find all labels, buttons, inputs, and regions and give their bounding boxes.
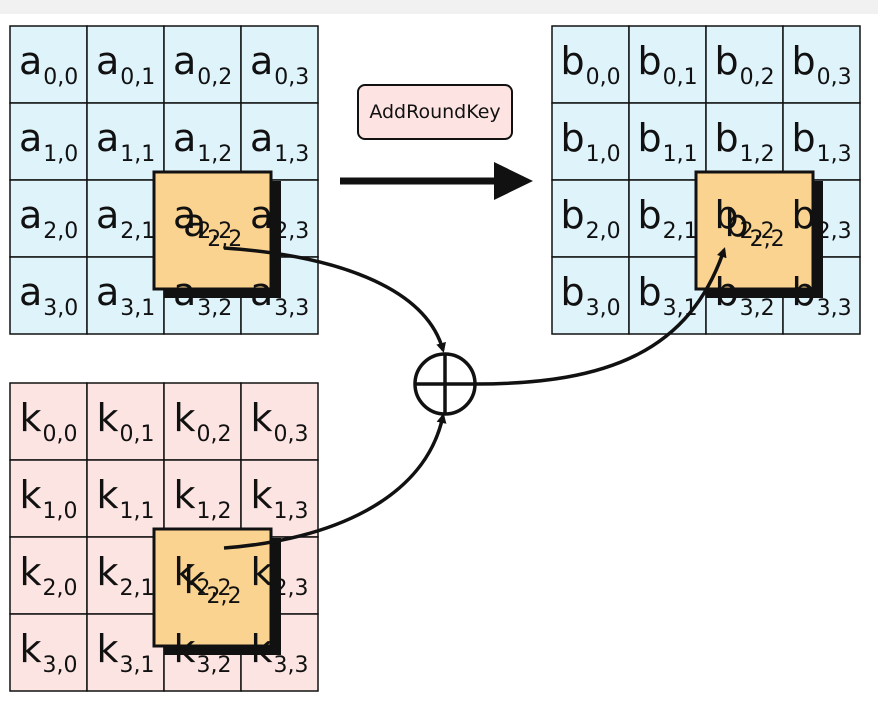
round-key-cell (9, 613, 88, 692)
state-b-cell (551, 179, 630, 258)
state-a-cell (86, 256, 165, 335)
round-key-cell (9, 536, 88, 615)
state-a-cell (86, 102, 165, 181)
state-a-cell (163, 25, 242, 104)
state-a-cell (240, 25, 319, 104)
a-to-xor-connector (223, 246, 446, 353)
state-a-cell (9, 179, 88, 258)
state-b-cell (705, 25, 784, 104)
state-b-cell (628, 256, 707, 335)
state-a-cell (163, 102, 242, 181)
state-a-highlight-cell (152, 170, 273, 291)
round-key-highlight-cell (152, 527, 273, 648)
highlighted-cells (152, 170, 823, 655)
state-a-cell (86, 179, 165, 258)
state-b-cell (628, 25, 707, 104)
k-to-xor-connector (223, 413, 447, 550)
state-b-cell (551, 102, 630, 181)
state-b-cell (551, 25, 630, 104)
state-a-cell (86, 25, 165, 104)
round-key-cell (86, 459, 165, 538)
round-key-cell (163, 382, 242, 461)
state-b-highlight-cell (694, 170, 815, 291)
state-b-cell (628, 179, 707, 258)
state-b-cell (782, 102, 861, 181)
addroundkey-label: AddRoundKey (357, 84, 513, 140)
state-b-cell (628, 102, 707, 181)
state-a-cell (240, 102, 319, 181)
state-a-cell (9, 256, 88, 335)
state-a-cell (9, 102, 88, 181)
transform-arrow-head (494, 162, 533, 200)
round-key-cell (86, 536, 165, 615)
xor-operator-icon (413, 352, 477, 416)
state-a-cell (9, 25, 88, 104)
state-b-cell (782, 25, 861, 104)
round-key-cell (240, 459, 319, 538)
state-b-cell (551, 256, 630, 335)
state-b-cell (705, 102, 784, 181)
top-strip (0, 0, 878, 14)
xor-to-b-connector (475, 247, 727, 386)
round-key-cell (9, 382, 88, 461)
round-key-cell (9, 459, 88, 538)
round-key-cell (240, 382, 319, 461)
round-key-cell (86, 382, 165, 461)
round-key-cell (86, 613, 165, 692)
round-key-cell (163, 459, 242, 538)
